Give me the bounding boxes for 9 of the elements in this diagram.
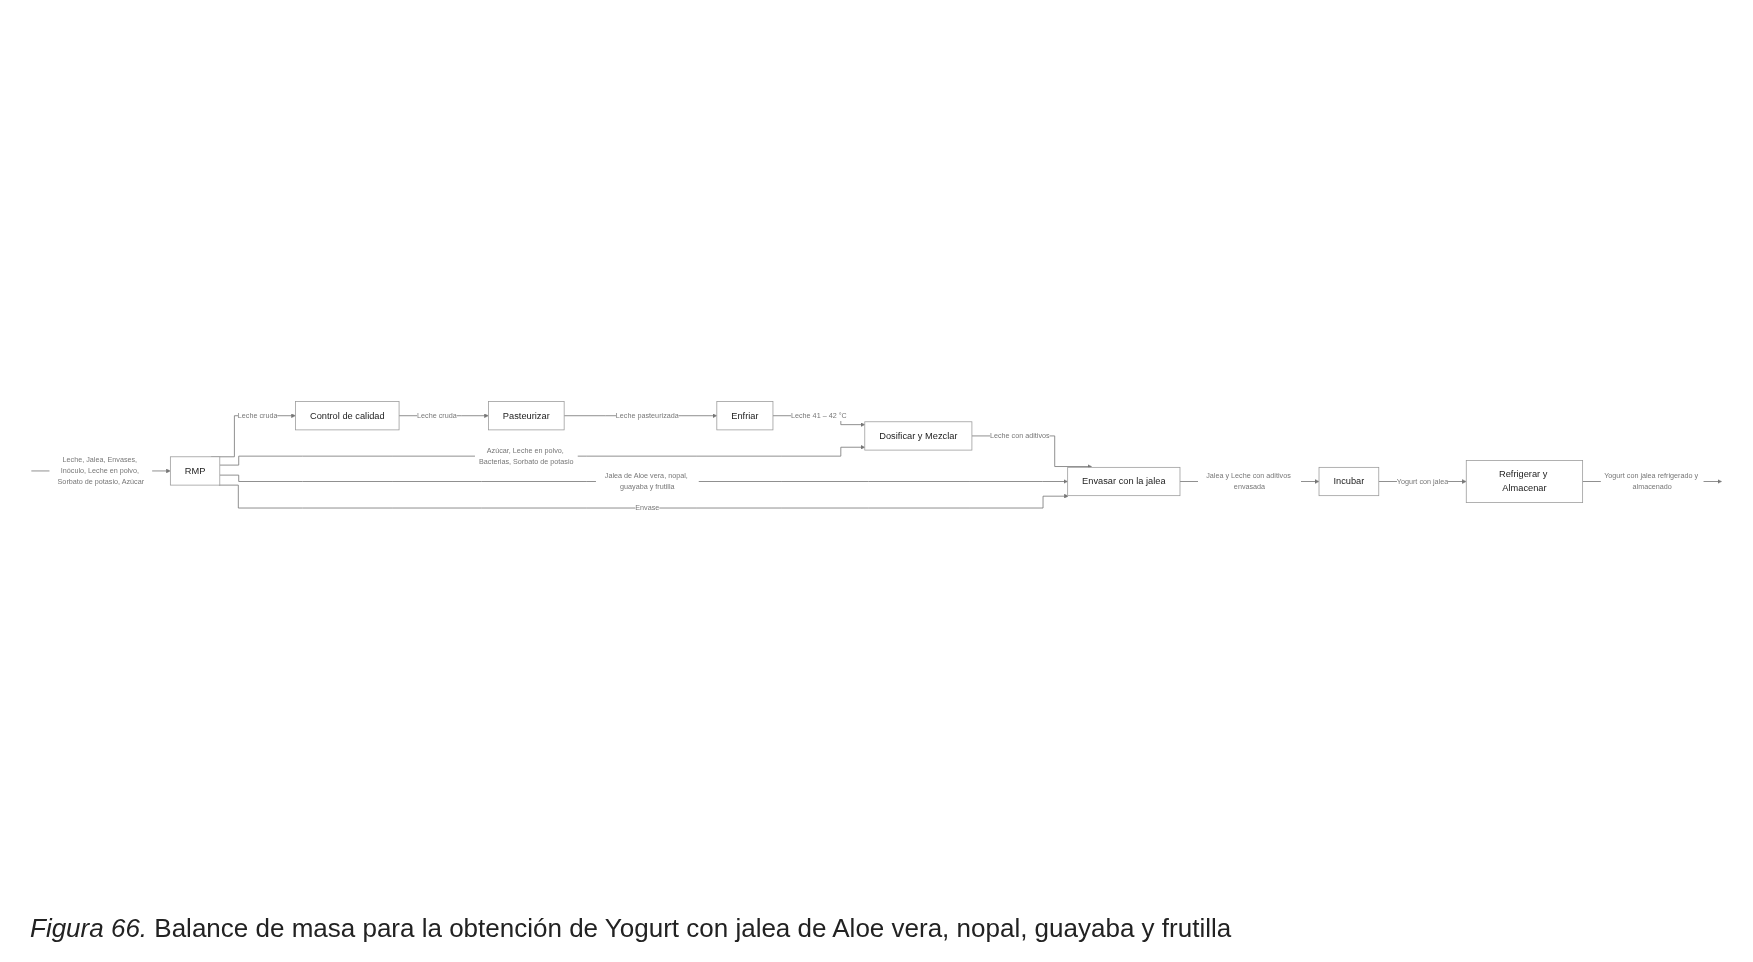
node-box: Refrigerar y Almacenar: [1465, 460, 1584, 503]
node-box: Control de calidad: [295, 401, 400, 431]
node-box: Enfriar: [716, 401, 774, 431]
node-box: Dosificar y Mezclar: [864, 421, 973, 451]
node-box: Pasteurizar: [488, 401, 565, 431]
node-box: Incubar: [1318, 466, 1380, 497]
node-box: RMP: [169, 456, 221, 486]
figure-caption: Figura 66. Balance de masa para la obtención de Yogurt con jalea de Aloe vera, nopal, guayaba y frutilla: [30, 913, 1233, 944]
node-box: Envasar con la jalea: [1067, 466, 1181, 497]
